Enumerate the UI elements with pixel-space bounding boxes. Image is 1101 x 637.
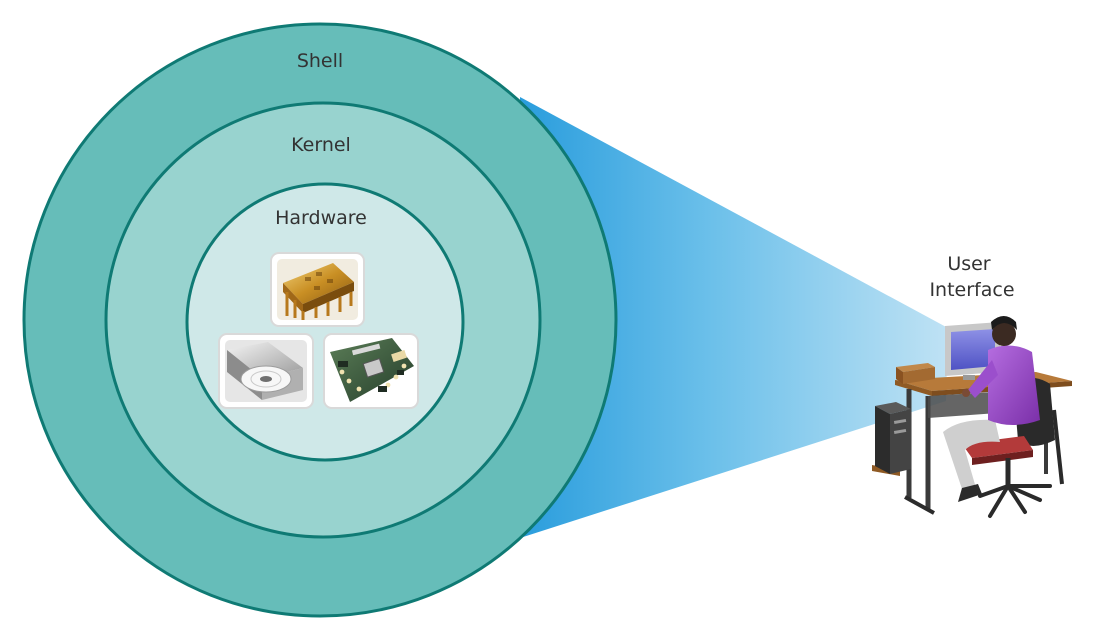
optical-disc-image — [218, 333, 314, 409]
user-interface-label: User Interface — [929, 253, 1014, 301]
kernel-label: Kernel — [291, 134, 351, 156]
projection-beam — [520, 97, 948, 538]
hardware-label: Hardware — [275, 207, 367, 229]
shell-label: Shell — [297, 50, 343, 72]
user-interface-line-2: Interface — [929, 279, 1014, 301]
cpu-chip-image — [270, 252, 365, 327]
user-interface-line-1: User — [947, 253, 990, 275]
motherboard-image — [323, 333, 419, 409]
computer-user-illustration — [872, 316, 1072, 518]
